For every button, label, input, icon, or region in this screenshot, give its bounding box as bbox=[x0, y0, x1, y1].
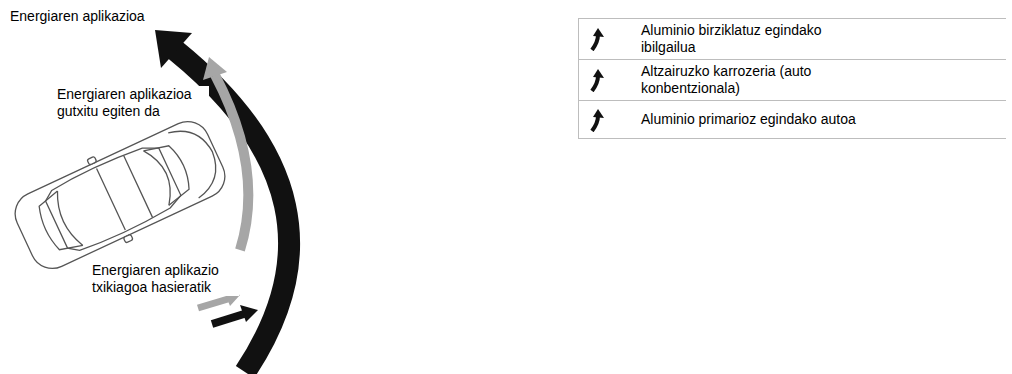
car-outline bbox=[5, 109, 234, 281]
recycled-arrow bbox=[212, 314, 244, 324]
legend-text: Aluminio birziklatuz egindako ibilgailua bbox=[641, 22, 861, 56]
legend-row: Aluminio birziklatuz egindako ibilgailua bbox=[579, 19, 1006, 60]
legend-arrow-icon bbox=[589, 68, 609, 92]
arrow-head bbox=[203, 57, 227, 80]
legend-arrow-icon bbox=[589, 108, 609, 132]
legend-text: Aluminio primarioz egindako autoa bbox=[641, 111, 861, 128]
arrow-head bbox=[155, 30, 192, 68]
legend-arrow-icon bbox=[589, 27, 609, 51]
legend-row: Altzairuzko karrozeria (auto konbentzion… bbox=[579, 60, 1006, 101]
legend-text: Altzairuzko karrozeria (auto konbentzion… bbox=[641, 63, 861, 97]
annotation-label: Energiaren aplikazioa gutxitu egiten da bbox=[55, 86, 209, 120]
legend-table: Aluminio birziklatuz egindako ibilgailua… bbox=[578, 18, 1006, 139]
recycled-arrow bbox=[198, 299, 228, 308]
primary-aluminium-arc bbox=[215, 75, 248, 250]
annotation-label: Energiaren aplikazioa bbox=[8, 8, 147, 25]
annotation-label: Energiaren aplikazio txikiagoa hasierati… bbox=[90, 262, 239, 296]
legend-row: Aluminio primarioz egindako autoa bbox=[579, 101, 1006, 139]
arrow-head bbox=[240, 305, 258, 322]
